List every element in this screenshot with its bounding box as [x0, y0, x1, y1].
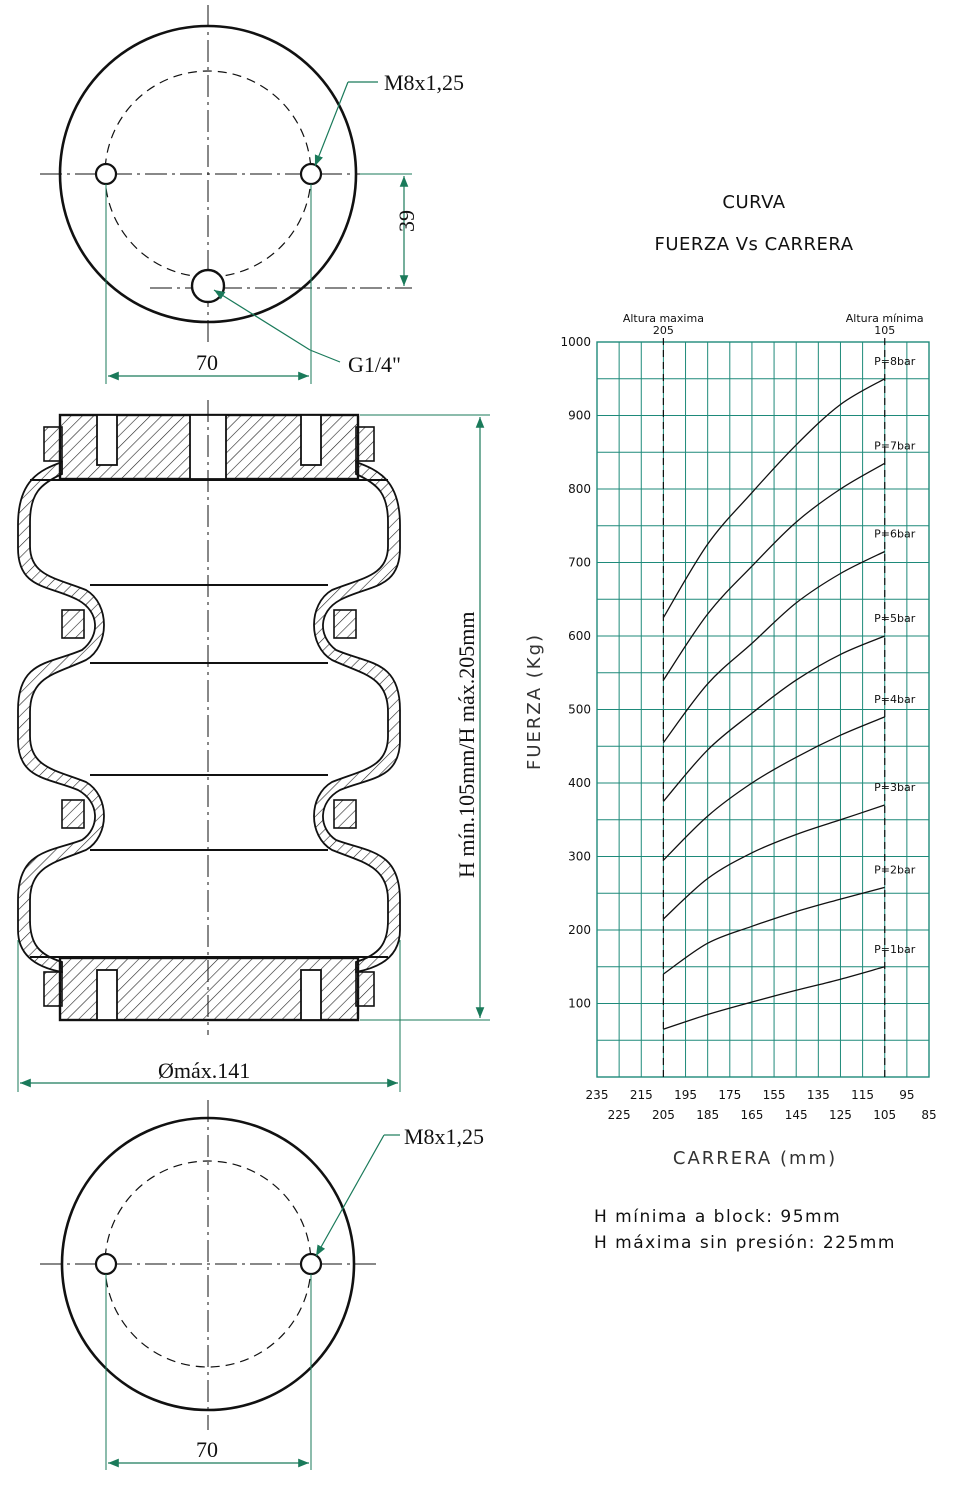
y-tick-label: 900 [568, 409, 591, 423]
y-tick-label: 300 [568, 850, 591, 864]
bottom-view-bolt-hole-right [299, 1252, 323, 1276]
chart-title-line2: FUERZA Vs CARRERA [654, 234, 853, 255]
y-tick-label: 700 [568, 556, 591, 570]
x-tick-label-top-row: 215 [630, 1088, 653, 1102]
annotation-label: Altura mínima [846, 312, 924, 325]
bottom-bolt-spacing-dimension: 70 [196, 1437, 218, 1462]
offset-dimension: 39 [394, 210, 419, 232]
girdle-ring-upper-right [333, 609, 357, 639]
x-axis-label: CARRERA (mm) [673, 1148, 837, 1169]
crimp-ring-top-left [43, 426, 63, 462]
girdle-ring-lower-left [61, 799, 85, 829]
top-view-bolt-hole-right [299, 162, 323, 186]
series-label: P=5bar [874, 612, 916, 625]
x-tick-label-top-row: 155 [763, 1088, 786, 1102]
note-max-height: H máxima sin presión: 225mm [594, 1233, 896, 1253]
series-label: P=7bar [874, 439, 916, 452]
bolt-spacing-dimension-top: 70 [196, 350, 218, 375]
girdle-ring-lower-right [333, 799, 357, 829]
top-view: M8x1,25 G1/4" 39 70 [40, 5, 464, 384]
x-tick-label-top-row: 195 [674, 1088, 697, 1102]
force-stroke-chart: CURVA FUERZA Vs CARRERA 100 200 300 400 500 6… [524, 192, 937, 1253]
series-label: P=4bar [874, 693, 916, 706]
top-view-bolt-hole-left [94, 162, 118, 186]
y-tick-label: 100 [568, 997, 591, 1011]
thread-label-top: M8x1,25 [384, 70, 464, 95]
top-plate-bolt-right [300, 414, 322, 466]
section-view: H mín.105mm/H máx.205mm Ømáx.141 [17, 400, 490, 1092]
y-tick-label: 1000 [560, 335, 591, 349]
series-label: P=1bar [874, 943, 916, 956]
series-label: P=2bar [874, 863, 916, 876]
thread-leader-bottom [315, 1134, 385, 1257]
thread-label-bottom: M8x1,25 [404, 1124, 484, 1149]
crimp-ring-bottom-left [43, 971, 63, 1007]
note-min-height: H mínima a block: 95mm [594, 1207, 841, 1227]
series-label: P=8bar [874, 355, 916, 368]
y-tick-label: 800 [568, 482, 591, 496]
y-tick-label: 400 [568, 776, 591, 790]
chart-series [662, 338, 886, 1077]
x-tick-label-top-row: 115 [851, 1088, 874, 1102]
x-tick-label-bottom-row: 205 [652, 1108, 675, 1122]
series-label: P=3bar [874, 781, 916, 794]
y-tick-label: 500 [568, 703, 591, 717]
port-leader [309, 349, 341, 363]
x-tick-label-bottom-row: 225 [608, 1108, 631, 1122]
crimp-ring-top-right [355, 426, 375, 462]
x-tick-label-bottom-row: 145 [785, 1108, 808, 1122]
x-tick-label-top-row: 135 [807, 1088, 830, 1102]
series-line [663, 966, 885, 1030]
series-line [662, 804, 885, 920]
annotation-value: 205 [653, 324, 674, 337]
x-tick-label-bottom-row: 85 [921, 1108, 936, 1122]
chart-labels: 100 200 300 400 500 600 700 800 900 1000 235 215 195… [560, 312, 936, 1122]
bottom-view-bolt-hole-left [94, 1252, 118, 1276]
bellows-wall-left [17, 460, 105, 974]
series-line [662, 550, 885, 743]
port-label: G1/4" [348, 352, 401, 377]
bottom-plate-bolt-left [96, 969, 118, 1021]
crimp-ring-bottom-right [355, 971, 375, 1007]
annotation-value: 105 [874, 324, 895, 337]
height-dimension: H mín.105mm/H máx.205mm [454, 612, 479, 878]
x-tick-label-bottom-row: 185 [696, 1108, 719, 1122]
top-view-air-port [190, 268, 226, 304]
series-line [662, 378, 886, 618]
annotation-label: Altura maxima [623, 312, 704, 325]
x-tick-label-top-row: 95 [899, 1088, 914, 1102]
x-tick-label-top-row: 175 [718, 1088, 741, 1102]
bottom-view: M8x1,25 70 [40, 1100, 484, 1470]
series-label: P=6bar [874, 527, 916, 540]
y-axis-label: FUERZA (Kg) [524, 633, 545, 770]
bottom-plate-bolt-right [300, 969, 322, 1021]
chart-title-line1: CURVA [722, 192, 785, 213]
series-line [662, 635, 885, 802]
x-tick-label-top-row: 235 [586, 1088, 609, 1102]
x-tick-label-bottom-row: 105 [873, 1108, 896, 1122]
series-line [662, 462, 886, 681]
girdle-ring-upper-left [61, 609, 85, 639]
top-plate-bolt-left [96, 414, 118, 466]
y-tick-label: 200 [568, 923, 591, 937]
diameter-dimension: Ømáx.141 [158, 1058, 250, 1083]
y-tick-label: 600 [568, 629, 591, 643]
series-line [662, 716, 885, 861]
series-line [663, 886, 885, 975]
x-tick-label-bottom-row: 125 [829, 1108, 852, 1122]
x-tick-label-bottom-row: 165 [740, 1108, 763, 1122]
bellows-wall-right [313, 460, 401, 974]
